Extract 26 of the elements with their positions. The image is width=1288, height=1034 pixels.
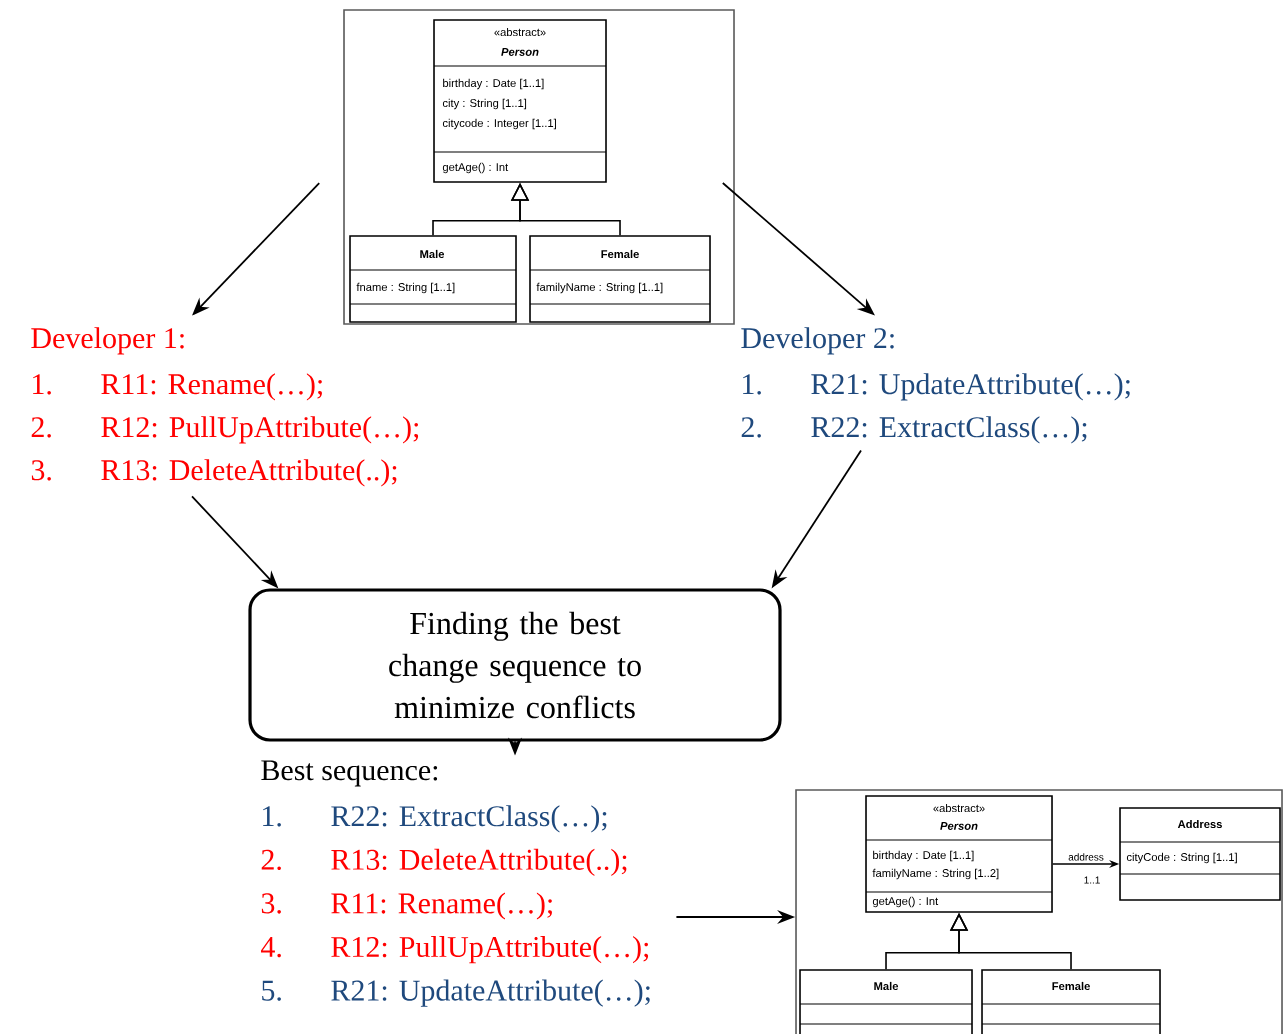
step-number: 3. xyxy=(31,460,51,481)
step-number: 4. xyxy=(261,937,281,958)
model-frame xyxy=(795,789,1283,1034)
refactoring-step: R13: DeleteAttribute(..); xyxy=(101,459,397,487)
refactoring-step: R21: UpdateAttribute(…); xyxy=(811,373,1130,401)
refactoring-step: R22: ExtractClass(…); xyxy=(811,416,1087,444)
refactoring-step: R12: PullUpAttribute(…); xyxy=(101,416,419,444)
step-number: 1. xyxy=(33,374,51,395)
list-heading: Developer 1: xyxy=(31,327,184,355)
step-number: 2. xyxy=(261,849,281,871)
list-heading: Developer 2: xyxy=(741,327,894,355)
model-frame xyxy=(343,9,735,325)
refactoring-step: R11: Rename(…); xyxy=(101,373,322,401)
refactoring-step: R12: PullUpAttribute(…); xyxy=(331,936,649,964)
process-box: Finding the best change sequence to minimize conflicts xyxy=(248,588,782,742)
refactoring-step: R11: Rename(…); xyxy=(331,892,552,920)
step-number: 1. xyxy=(743,374,761,395)
refactoring-step: R21: UpdateAttribute(…); xyxy=(331,979,650,1007)
list-heading: Best sequence: xyxy=(261,760,438,787)
refactoring-step: R22: ExtractClass(…); xyxy=(331,805,607,833)
step-number: 2. xyxy=(31,417,51,438)
step-number: 1. xyxy=(263,806,281,827)
refactoring-step: R13: DeleteAttribute(..); xyxy=(331,848,627,876)
step-number: 5. xyxy=(262,980,281,1001)
step-number: 3. xyxy=(261,893,281,914)
step-number: 2. xyxy=(741,417,761,438)
